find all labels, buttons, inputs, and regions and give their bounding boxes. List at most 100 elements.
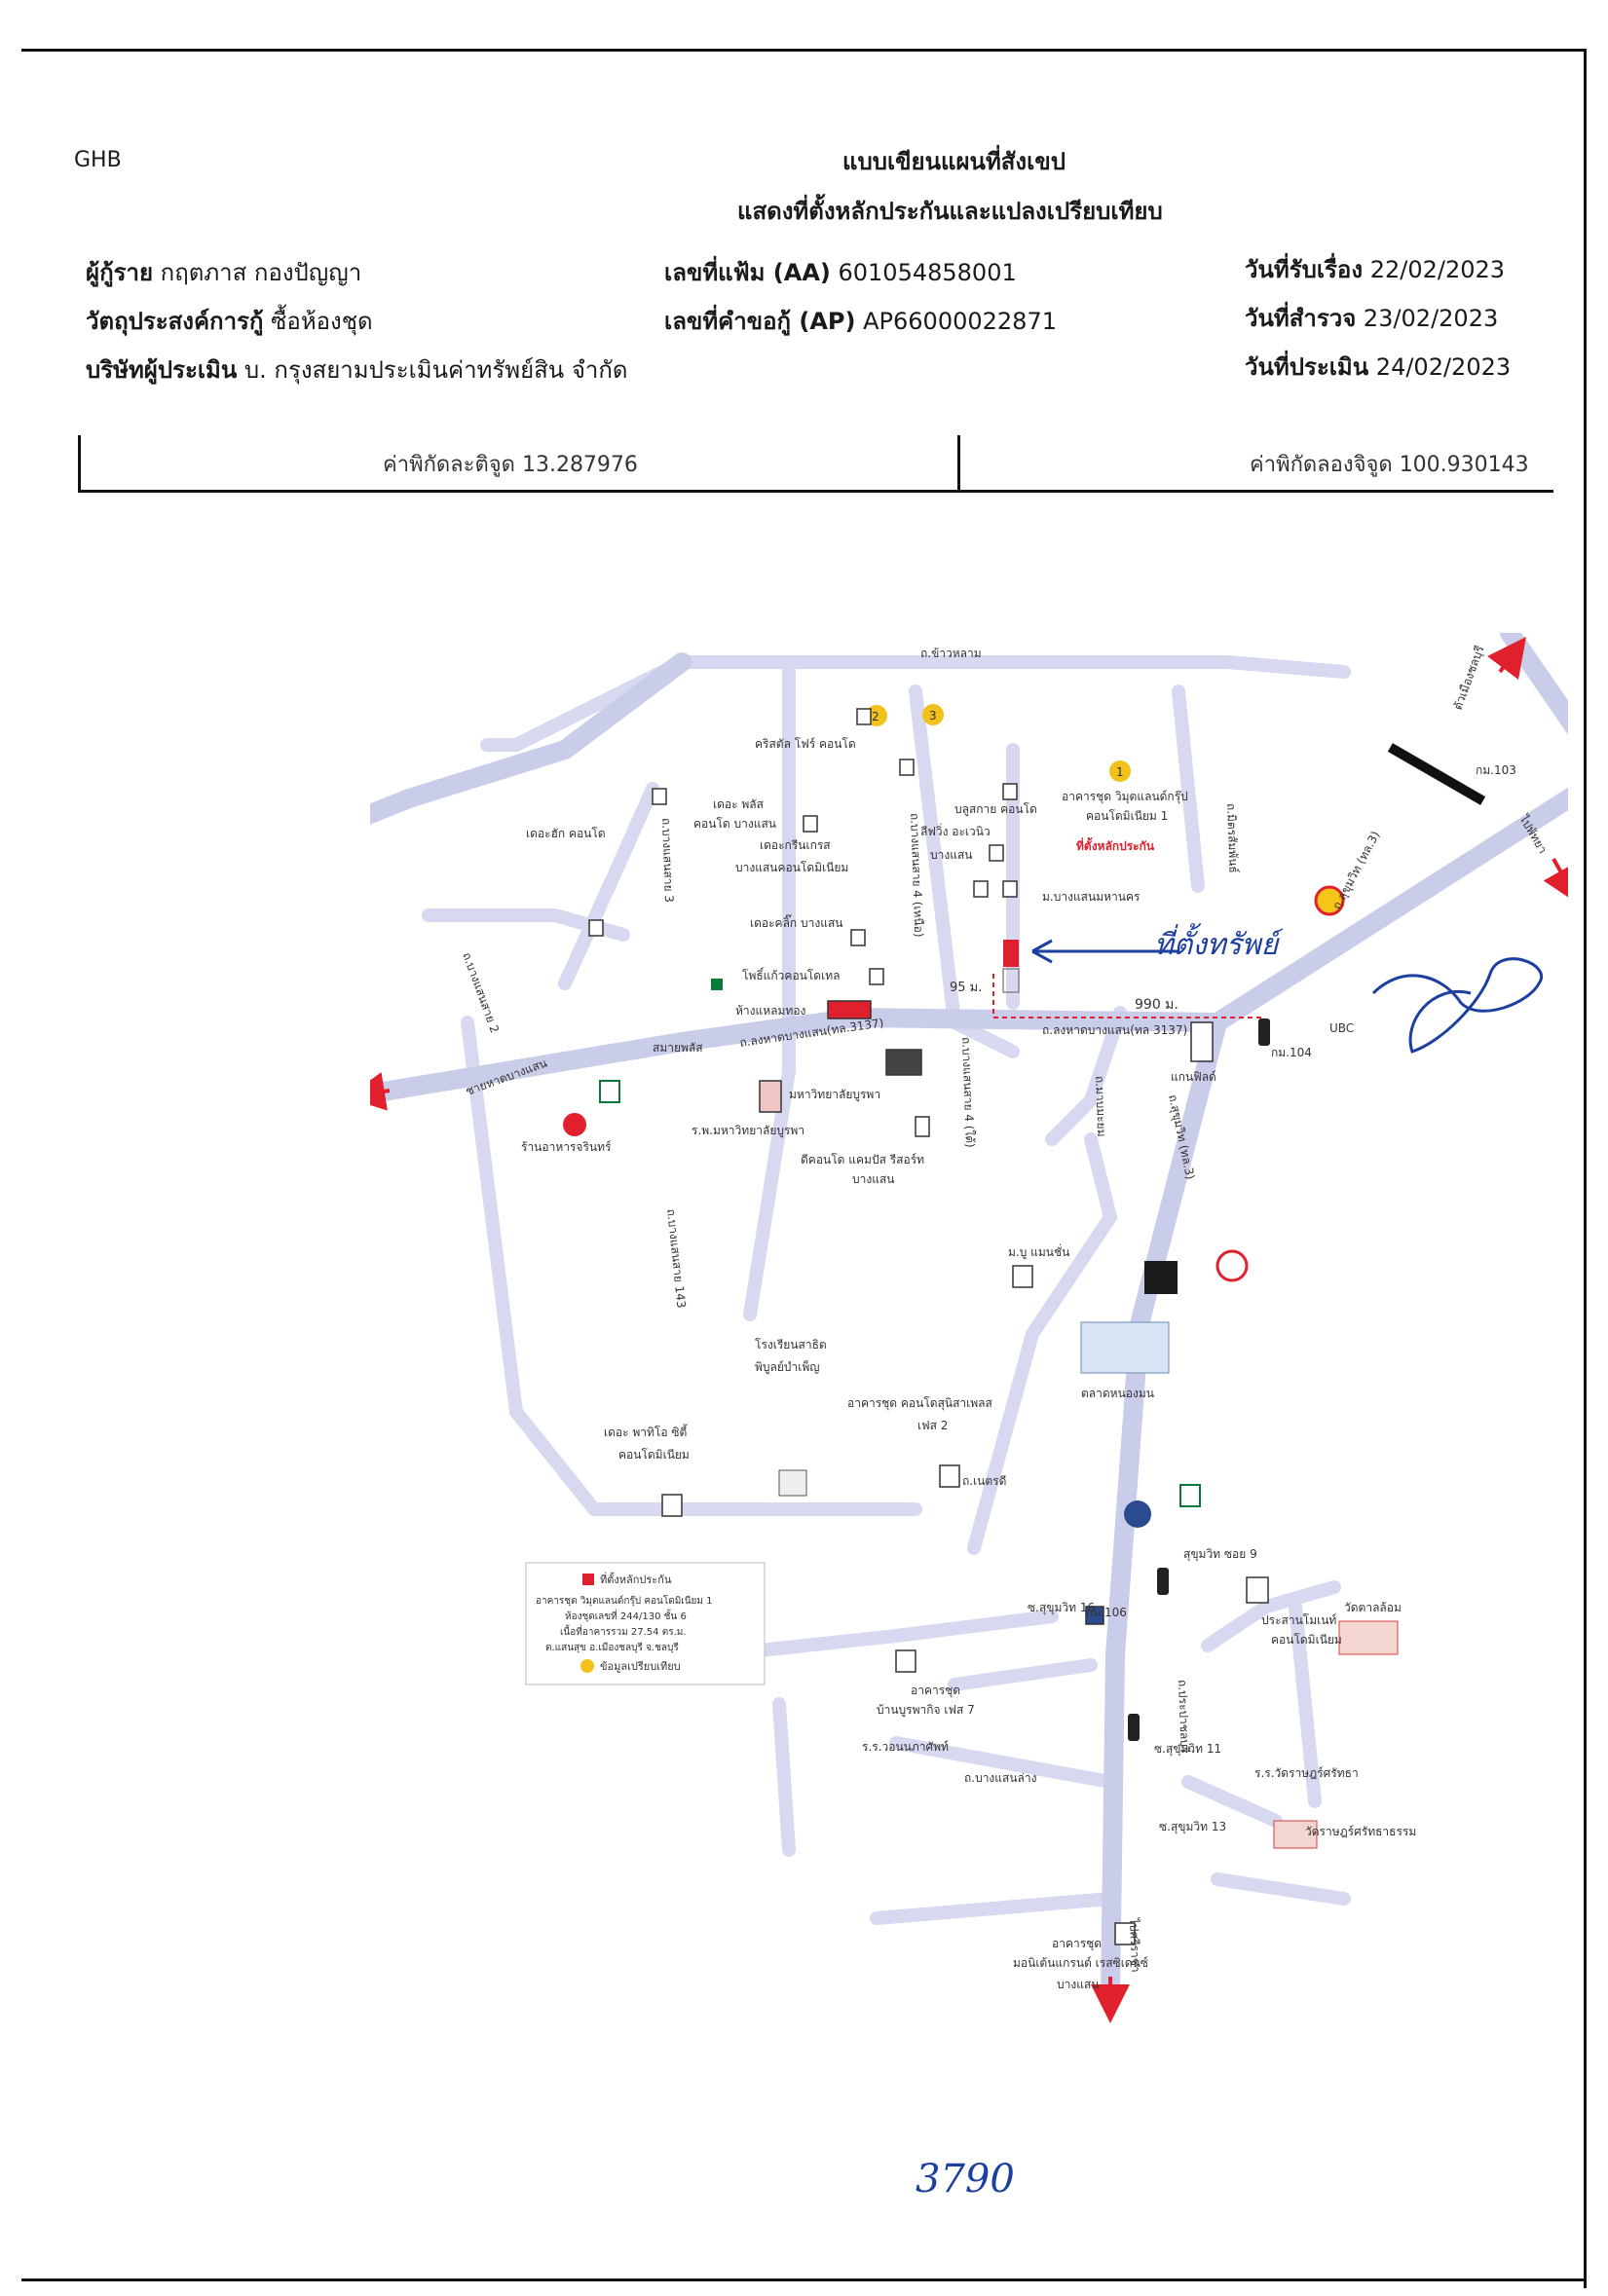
borrower-row: ผู้กู้ราย กฤตภาส กองปัญญา <box>86 253 361 291</box>
page-border-top <box>21 49 1586 52</box>
building-icon <box>1114 1922 1136 1945</box>
road-barrier <box>1387 743 1486 805</box>
place-restaurant: ร้านอาหารจรินทร์ <box>521 1140 612 1154</box>
received-value: 22/02/2023 <box>1369 256 1506 283</box>
map-legend: ที่ตั้งหลักประกัน อาคารชุด วิมุตแลนด์กรุ… <box>525 1562 766 1685</box>
app-no-row: เลขที่คำขอกู้ (AP) AP66000022871 <box>664 302 1057 340</box>
building-icon <box>652 788 667 805</box>
place-the-pattio-2: คอนโดมิเนียม <box>618 1448 690 1462</box>
place-campus: ดีคอนโด แคมปัส รีสอร์ท <box>801 1153 924 1167</box>
place-school-2: พิบูลย์บำเพ็ญ <box>755 1359 820 1375</box>
legend-line-3: เนื้อที่อาคารรวม 27.54 ตร.ม. <box>560 1624 687 1638</box>
place-condo-bottom-3: บางแสน <box>1057 1978 1099 1991</box>
longitude-value: 100.930143 <box>1399 453 1529 477</box>
place-condo-bottom-2: มอนิเต้นแกรนด์ เรสซิเดนซ์ <box>1013 1956 1148 1970</box>
temple-icon <box>1273 1820 1318 1849</box>
file-no-value: 601054858001 <box>838 259 1017 286</box>
compare-marker-1: 1 <box>1116 765 1124 779</box>
building-icon <box>899 759 915 776</box>
document-title: แบบเขียนแผนที่สังเขป <box>842 148 1066 175</box>
building-icon <box>661 1494 683 1517</box>
logo-icons <box>563 885 1399 1849</box>
appraisal-label: วันที่ประเมิน <box>1245 353 1369 381</box>
place-burapha: มหาวิทยาลัยบูรพา <box>789 1088 880 1102</box>
shell-logo-icon <box>1314 885 1345 916</box>
km104-label: กม.104 <box>1271 1046 1312 1059</box>
pharmacy-icon <box>711 979 723 990</box>
page-border-bottom <box>21 2278 1586 2281</box>
legend-title: ที่ตั้งหลักประกัน <box>600 1572 672 1586</box>
road-prapas: ถ.ประปาชลบุรี <box>1175 1680 1192 1755</box>
place-lotus: ห้างแหลมทอง <box>735 1004 805 1018</box>
place-crystal: คริสตัล โฟร์ คอนโด <box>755 737 856 751</box>
building-icon <box>1002 880 1018 898</box>
appraisal-row: วันที่ประเมิน 24/02/2023 <box>1245 348 1511 386</box>
school-icon <box>778 1469 807 1497</box>
building-icon <box>1190 1021 1214 1062</box>
seven-eleven-icon <box>1179 1484 1201 1507</box>
place-the-hug: เดอะฮัก คอนโด <box>526 827 606 840</box>
place-condo-bottom: อาคารชุด <box>1052 1937 1102 1951</box>
legend-line-4: ต.แสนสุข อ.เมืองชลบุรี จ.ชลบุรี <box>545 1642 679 1653</box>
borrower-value: กฤตภาส กองปัญญา <box>160 259 362 286</box>
road-sukhumvit11: ซ.สุขุมวิท 11 <box>1154 1742 1221 1757</box>
survey-label: วันที่สำรวจ <box>1245 305 1357 332</box>
handwritten-arrowhead <box>1031 939 1053 964</box>
place-bluesky: บลูสกาย คอนโด <box>954 802 1037 817</box>
road-longhad-2: ถ.ลงหาดบางแสน(ทล 3137) <box>1042 1023 1187 1037</box>
place-labels: เดอะฮัก คอนโด เดอะ พลัส คอนโด บางแสน เดอ… <box>521 737 1416 1991</box>
target-tag: ที่ตั้งหลักประกัน <box>1076 836 1155 853</box>
kbank-logo-icon <box>1215 1249 1249 1282</box>
building-icon <box>588 919 604 937</box>
seven-eleven-icon <box>599 1080 620 1103</box>
place-wat-tamla: วัดตาลล้อม <box>1344 1601 1402 1614</box>
road-sukhumvit9: สุขุมวิท ซอย 9 <box>1183 1547 1257 1562</box>
survey-row: วันที่สำรวจ 23/02/2023 <box>1245 299 1498 337</box>
road-bangsaen4: ถ.บางแสนสาย 4 (เหนือ) <box>908 813 925 938</box>
place-samai: สมายพลัส <box>653 1041 703 1055</box>
km106-label: กม.106 <box>1086 1606 1127 1619</box>
temple-icon <box>1338 1620 1399 1655</box>
road-sukhumvit16: ซ.สุขุมวิท 16 <box>1028 1601 1095 1615</box>
target-building-note: อาคารชุด วิมุตแลนด์กรุ๊ป <box>1062 790 1188 804</box>
place-condo-rising-2: เฟส 2 <box>917 1419 948 1432</box>
building-icon <box>895 1649 916 1673</box>
longitude-label: ค่าพิกัดลองจิจูด <box>1250 453 1393 477</box>
building-icon <box>915 1116 930 1137</box>
road-chaowalam: ถ.ข้าวหลาม <box>920 647 982 660</box>
road-phraya: ถ.มาบมะยม <box>1093 1076 1108 1137</box>
road-bangsaen3: ถ.บางแสนสาย 3 <box>659 818 676 904</box>
place-ban-burapha-2: บ้านบูรพากิจ เฟส 7 <box>877 1703 975 1718</box>
road-nettadi: ถ.เนตรดี <box>962 1474 1006 1488</box>
restaurant-icon <box>563 1113 586 1136</box>
borrower-label: ผู้กู้ราย <box>86 259 154 286</box>
target-outline <box>1002 968 1020 993</box>
place-ban-burapha: อาคารชุด <box>911 1684 960 1698</box>
place-school: โรงเรียนสาธิต <box>755 1338 827 1352</box>
place-condo-rising: อาคารชุด คอนโดสุนิสาเพลส <box>847 1396 993 1411</box>
place-campus-2: บางแสน <box>852 1172 894 1186</box>
building-icon <box>869 968 884 985</box>
distance-990-label: 990 ม. <box>1135 997 1178 1013</box>
pttstation-icon <box>1085 1606 1104 1625</box>
building-icon <box>989 844 1004 862</box>
latitude-label: ค่าพิกัดละติจูด <box>383 453 515 477</box>
building-icon <box>1012 1265 1033 1288</box>
compare-marker-2: 2 <box>872 710 879 723</box>
org-code: GHB <box>74 148 122 172</box>
place-the-plus-2: คอนโด บางแสน <box>693 817 776 831</box>
place-condo-right: ประสานโมเนท์ <box>1261 1613 1336 1627</box>
hospital-icon <box>759 1080 782 1113</box>
legend-target-swatch <box>582 1574 594 1585</box>
place-school-won: ร.ร.วอนนภาศัพท์ <box>862 1740 949 1754</box>
location-map: 95 ม. 990 ม. ที่ตั้งทรัพย์ 2 3 1 <box>370 633 1568 2023</box>
university-icon <box>885 1049 922 1076</box>
compare-marker-3: 3 <box>929 709 937 722</box>
place-gainfield: แกนฟิลด์ <box>1171 1070 1216 1084</box>
longitude: ค่าพิกัดลองจิจูด 100.930143 <box>1250 447 1529 481</box>
received-label: วันที่รับเรื่อง <box>1245 256 1364 283</box>
place-condo-right-2: คอนโดมิเนียม <box>1271 1633 1342 1647</box>
direction-arrows <box>370 637 1568 2023</box>
road-sukhumvit-north: ถ.สุขุมวิท (ทล.3) <box>1329 829 1383 912</box>
purpose-row: วัตถุประสงค์การกู้ ซื้อห้องชุด <box>86 302 373 340</box>
